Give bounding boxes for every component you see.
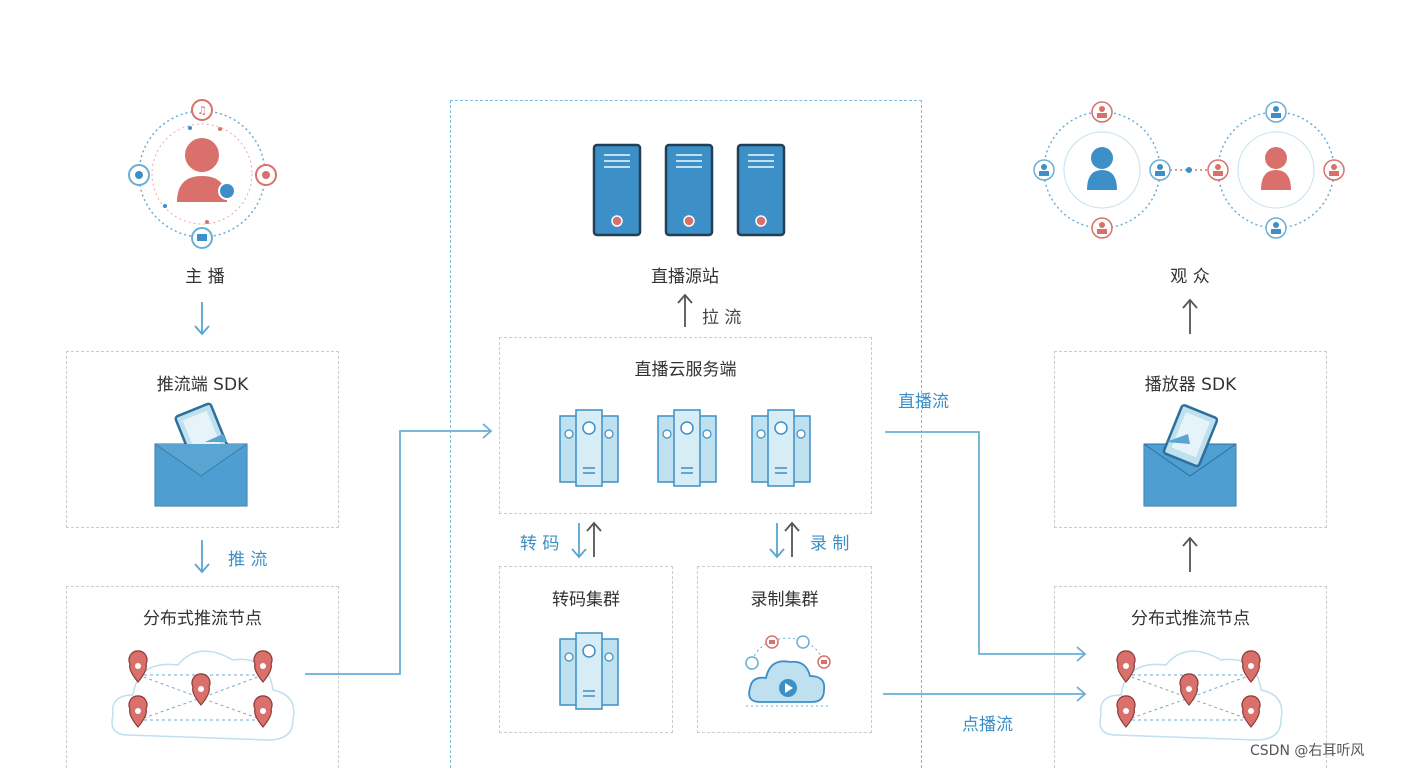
cloud-record-icon [745, 635, 831, 707]
anchor-icon: ♫ [128, 99, 277, 249]
bidirectional-arrow-icon [571, 521, 602, 559]
push-sdk-box [66, 351, 339, 528]
bidirectional-arrow-icon [769, 521, 800, 559]
audience-label: 观 众 [1170, 267, 1210, 287]
transcode-cluster-box [499, 566, 673, 733]
arrow-up-icon [1182, 298, 1198, 334]
anchor-label: 主 播 [185, 267, 225, 287]
dist-node-left-box [66, 586, 339, 768]
push-sdk-label: 推流端 SDK [156, 375, 249, 395]
arrow-up-icon [1182, 536, 1198, 572]
player-sdk-box [1054, 351, 1327, 528]
svg-text:♫: ♫ [197, 104, 207, 117]
pull-label: 拉 流 [702, 308, 742, 328]
distributed-network-icon [1099, 650, 1283, 741]
origin-server-icon [592, 143, 786, 237]
transcode-cluster-label: 转码集群 [552, 590, 620, 610]
connector-line [885, 431, 1087, 662]
record-cluster-box [697, 566, 872, 733]
audience-icon [1033, 101, 1345, 239]
transcode-label: 转 码 [520, 534, 560, 554]
vod-stream-label: 点播流 [962, 715, 1013, 735]
arrow-down-icon [194, 302, 210, 336]
server-cluster-icon [559, 409, 811, 487]
sdk-envelope-icon [154, 402, 248, 507]
record-cluster-label: 录制集群 [750, 590, 819, 610]
watermark: CSDN @右耳听风 [1250, 743, 1365, 759]
player-sdk-label: 播放器 SDK [1144, 375, 1237, 395]
dist-node-right-label: 分布式推流节点 [1131, 609, 1250, 629]
center-container [450, 100, 922, 768]
live-stream-label: 直播流 [898, 392, 949, 412]
cloud-server-label: 直播云服务端 [634, 360, 737, 380]
sdk-envelope-icon [1143, 404, 1237, 507]
transcode-server-icon [559, 632, 619, 710]
push-label: 推 流 [228, 550, 268, 570]
dist-node-left-label: 分布式推流节点 [143, 609, 262, 629]
arrow-up-icon [677, 293, 693, 327]
cloud-server-box [499, 337, 872, 514]
record-label: 录 制 [810, 534, 850, 554]
connector-line [883, 686, 1087, 702]
connector-line [305, 423, 493, 675]
arrow-down-icon [194, 540, 210, 574]
origin-label: 直播源站 [651, 267, 719, 287]
distributed-network-icon [111, 650, 295, 741]
dist-node-right-box [1054, 586, 1327, 768]
